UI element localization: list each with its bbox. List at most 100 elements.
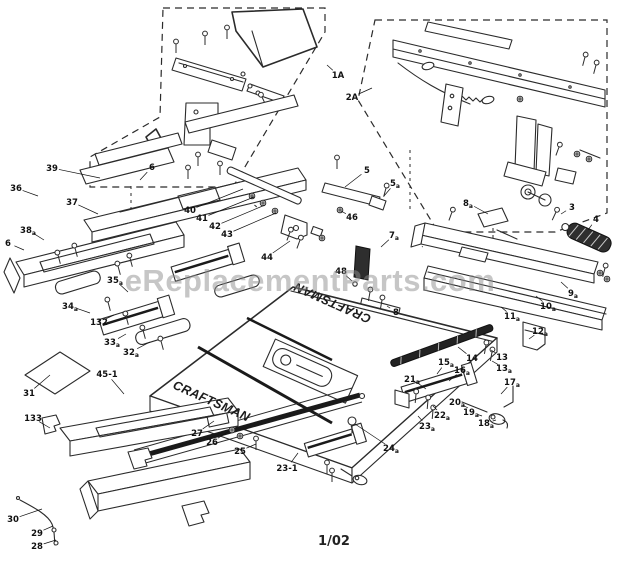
part-label-33a: 33a — [104, 338, 120, 349]
leader-line — [119, 284, 129, 293]
leader-line — [417, 382, 427, 390]
leader-line — [33, 233, 45, 241]
leader-line — [436, 367, 443, 375]
part-label-23a: 23a — [419, 422, 435, 433]
part-label-24a: 24a — [383, 444, 399, 455]
part-label-44: 44 — [261, 253, 273, 263]
leader-line — [477, 414, 483, 417]
leader-line — [500, 386, 508, 395]
part-label-8a: 8a — [463, 199, 473, 210]
part-label-14: 14 — [466, 354, 478, 364]
guide-rod — [390, 324, 494, 367]
part-label-10a: 10a — [540, 302, 556, 313]
cord-and-screws — [15, 495, 59, 546]
leader-line — [14, 245, 25, 251]
part-label-18a: 18a — [478, 419, 494, 430]
part-label-29: 29 — [31, 529, 43, 539]
part-label-26: 26 — [206, 438, 218, 448]
center-hardware-group — [226, 166, 326, 250]
leader-line — [457, 346, 467, 354]
part-label-25: 25 — [234, 447, 246, 457]
part-label-21a: 21a — [404, 375, 420, 386]
leader-line — [473, 206, 489, 215]
leader-line — [290, 452, 299, 463]
leader-line — [326, 64, 334, 71]
leader-line — [535, 295, 543, 302]
leader-line — [139, 171, 148, 181]
part-label-34a: 34a — [62, 302, 78, 313]
front-guide-rail — [133, 387, 366, 465]
part-label-35a: 35a — [107, 276, 123, 287]
leader-line — [246, 443, 257, 449]
part-label-3: 3 — [569, 203, 575, 213]
leader-line — [462, 405, 469, 409]
part-label-9a: 9a — [568, 289, 578, 300]
leader-line — [560, 281, 569, 289]
part-label-15a: 15a — [438, 358, 454, 369]
part-label-5: 5 — [364, 166, 370, 176]
leader-line — [492, 419, 497, 422]
leader-line — [344, 174, 362, 188]
leader-line — [43, 539, 57, 545]
part-label-8: 8 — [393, 308, 399, 318]
assembly-box-2a — [357, 19, 608, 233]
leader-line — [221, 204, 266, 224]
support-bracket — [321, 150, 411, 214]
front-fence-head-assembly — [303, 416, 368, 486]
leader-line — [76, 307, 91, 314]
part-label-42: 42 — [209, 222, 221, 232]
front-channel-rails — [24, 351, 259, 527]
leader-line — [111, 379, 125, 395]
right-rail-assembly — [410, 206, 611, 351]
leader-line — [528, 334, 535, 340]
leader-line — [78, 204, 99, 215]
part-label-133: 133 — [24, 414, 42, 424]
part-label-16a: 16a — [454, 366, 470, 377]
part-label-23-1: 23-1 — [276, 464, 297, 474]
part-label-32a: 32a — [123, 348, 139, 359]
leader-line — [208, 196, 255, 216]
part-label-2A: 2A — [346, 93, 359, 103]
leader-line — [38, 421, 51, 429]
part-label-4: 4 — [593, 215, 599, 225]
leader-line — [340, 210, 347, 214]
part-label-6: 6 — [5, 239, 11, 249]
part-label-46: 46 — [346, 213, 358, 223]
part-label-37: 37 — [66, 198, 78, 208]
part-label-19a: 19a — [463, 408, 479, 419]
revision-code: 1/02 — [318, 534, 350, 549]
part-label-27: 27 — [191, 429, 203, 439]
part-label-5a: 5a — [390, 179, 400, 190]
assembly-box-1a — [89, 7, 326, 188]
fence-rail-assembly — [392, 21, 606, 207]
part-label-11a: 11a — [504, 312, 520, 323]
part-label-17a: 17a — [504, 378, 520, 389]
leader-line — [380, 239, 390, 248]
leader-line — [137, 341, 151, 350]
leader-line — [448, 374, 457, 382]
leader-line — [34, 374, 51, 389]
leader-line — [490, 349, 497, 354]
part-label-28: 28 — [31, 542, 43, 552]
part-label-12a: 12a — [532, 327, 548, 338]
part-label-20a: 20a — [449, 398, 465, 409]
part-label-36: 36 — [10, 184, 22, 194]
part-label-38a: 38a — [20, 226, 36, 237]
part-label-1A: 1A — [332, 71, 345, 81]
leader-line — [58, 169, 101, 179]
leader-line — [233, 212, 277, 232]
leader-line — [117, 333, 127, 339]
leader-line — [217, 430, 230, 439]
part-label-22a: 22a — [434, 411, 450, 422]
leader-line — [560, 210, 567, 215]
part-label-13a: 13a — [496, 364, 512, 375]
part-label-43: 43 — [221, 230, 233, 240]
leader-line — [383, 188, 391, 197]
leader-line — [432, 405, 438, 411]
leader-line — [500, 306, 507, 312]
part-label-31: 31 — [23, 389, 35, 399]
leader-line — [272, 240, 291, 254]
leader-line — [358, 87, 373, 95]
part-label-40: 40 — [184, 206, 196, 216]
